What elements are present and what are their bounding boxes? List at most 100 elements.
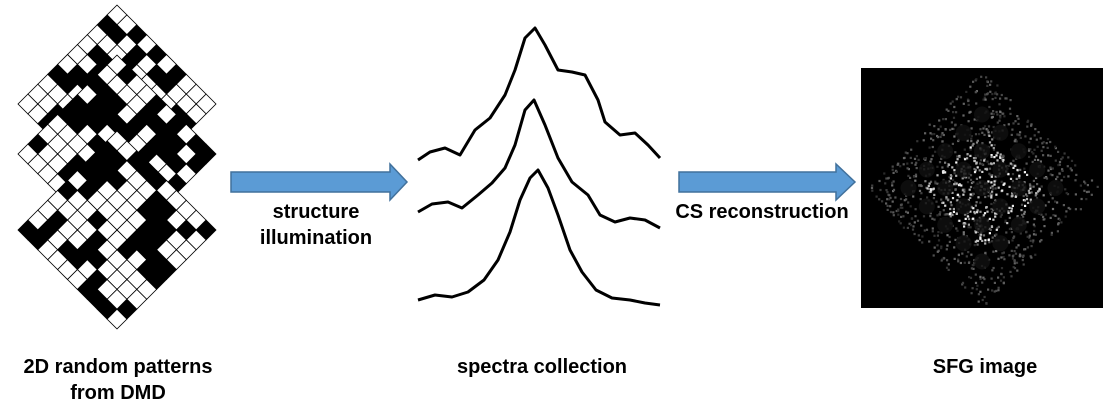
sfg-speckle <box>1055 178 1058 181</box>
sfg-speckle <box>1036 190 1040 193</box>
sfg-speckle <box>892 211 895 214</box>
sfg-speckle <box>996 151 999 154</box>
sfg-speckle <box>973 210 976 214</box>
sfg-speckle <box>978 169 981 172</box>
sfg-speckle <box>996 159 999 162</box>
spectrum-curve <box>417 168 661 307</box>
sfg-speckle <box>892 180 895 183</box>
sfg-speckle <box>951 213 954 216</box>
sfg-speckle <box>1001 252 1004 255</box>
sfg-speckle <box>1012 236 1015 239</box>
sfg-speckle <box>940 133 943 136</box>
sfg-speckle <box>1061 156 1064 159</box>
sfg-speckle <box>1031 241 1035 244</box>
sfg-speckle <box>1042 154 1045 157</box>
sfg-speckle <box>1002 276 1005 279</box>
sfg-speckle <box>933 193 936 196</box>
sfg-speckle <box>965 255 968 258</box>
sfg-speckle <box>870 186 874 190</box>
sfg-speckle <box>942 170 945 173</box>
sfg-speckle <box>995 233 998 236</box>
sfg-speckle <box>936 174 939 177</box>
sfg-speckle <box>1013 267 1017 270</box>
sfg-speckle <box>947 268 950 271</box>
sfg-speckle <box>926 196 929 199</box>
sfg-speckle <box>957 138 960 141</box>
sfg-speckle <box>974 133 978 136</box>
caption-line: 2D random patterns <box>23 356 213 378</box>
sfg-speckle <box>990 112 993 115</box>
sfg-speckle <box>944 171 947 174</box>
sfg-speckle <box>1001 160 1005 163</box>
sfg-speckle <box>979 237 982 240</box>
sfg-speckle <box>1042 218 1045 221</box>
sfg-speckle <box>1039 240 1042 243</box>
sfg-speckle <box>1061 169 1064 172</box>
sfg-speckle <box>940 245 943 248</box>
sfg-speckle <box>949 201 952 204</box>
arrow-cs-reconstruction <box>678 162 857 202</box>
sfg-speckle <box>917 234 920 237</box>
sfg-speckle <box>924 132 927 135</box>
sfg-speckle <box>997 276 1000 279</box>
sfg-speckle <box>941 132 944 135</box>
sfg-speckle <box>996 84 999 87</box>
sfg-speckle <box>1029 239 1032 242</box>
sfg-speckle <box>931 217 934 220</box>
sfg-speckle <box>989 173 992 177</box>
sfg-speckle <box>891 184 894 187</box>
sfg-speckle <box>1027 149 1031 152</box>
sfg-dark-spot <box>918 161 935 178</box>
sfg-speckle <box>918 184 921 187</box>
sfg-dark-spot <box>974 143 990 160</box>
sfg-speckle <box>999 155 1002 158</box>
sfg-speckle <box>1026 120 1029 123</box>
sfg-speckle <box>914 179 917 182</box>
sfg-speckle <box>1011 239 1014 242</box>
sfg-speckle <box>1064 215 1067 218</box>
sfg-speckle <box>955 174 958 177</box>
sfg-speckle <box>1040 239 1043 242</box>
sfg-speckle <box>1008 227 1011 230</box>
sfg-speckle <box>974 231 977 234</box>
sfg-speckle <box>1025 193 1028 196</box>
sfg-speckle <box>976 243 979 246</box>
sfg-speckle <box>983 159 986 162</box>
sfg-speckle <box>887 177 890 180</box>
right-arrow-icon <box>678 162 857 202</box>
sfg-speckle <box>1013 259 1016 263</box>
sfg-speckle <box>926 187 929 190</box>
sfg-speckle <box>1057 164 1060 167</box>
sfg-dark-spot <box>1010 180 1027 196</box>
sfg-speckle <box>1027 119 1030 122</box>
caption-spectra: spectra collection <box>432 354 652 380</box>
sfg-speckle <box>976 211 979 214</box>
sfg-speckle <box>940 231 943 234</box>
sfg-dark-spot <box>1010 216 1027 233</box>
sfg-speckle <box>1070 169 1073 172</box>
arrow-label-line: illumination <box>259 227 373 249</box>
sfg-speckle <box>973 171 977 174</box>
sfg-speckle <box>1016 133 1019 136</box>
sfg-speckle <box>1090 193 1093 196</box>
sfg-speckle <box>988 167 992 170</box>
sfg-speckle <box>934 180 937 183</box>
sfg-speckle <box>920 224 923 227</box>
sfg-speckle <box>914 208 917 211</box>
sfg-speckle <box>956 199 959 202</box>
sfg-speckle <box>897 208 900 211</box>
sfg-speckle <box>1057 150 1060 153</box>
sfg-speckle <box>939 135 942 138</box>
sfg-speckle <box>1000 256 1003 259</box>
sfg-speckle <box>985 302 988 305</box>
sfg-speckle <box>1028 141 1031 144</box>
sfg-speckle <box>1011 194 1014 197</box>
sfg-speckle <box>889 196 892 199</box>
sfg-speckle <box>879 188 882 192</box>
sfg-speckle <box>988 141 992 144</box>
sfg-speckle <box>936 214 939 217</box>
sfg-speckle <box>969 276 973 279</box>
sfg-speckle <box>1063 175 1066 178</box>
sfg-speckle <box>1029 255 1032 258</box>
sfg-speckle <box>979 290 982 293</box>
